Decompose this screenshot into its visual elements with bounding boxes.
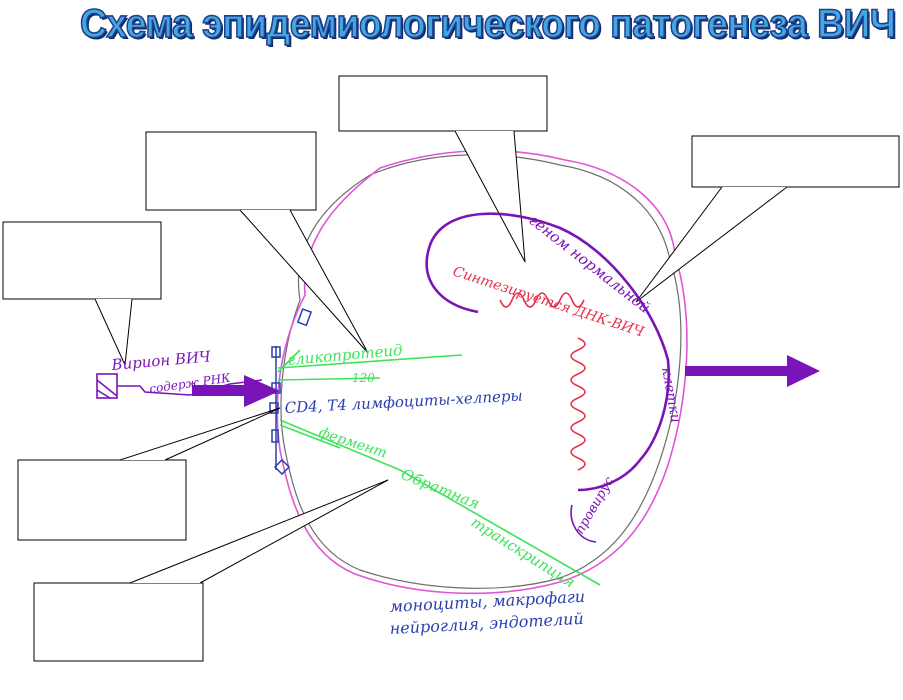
provirus-bracket — [570, 504, 597, 543]
cell-membrane-gray — [280, 154, 682, 589]
label-glycoprotein: гликопротеид — [287, 341, 403, 369]
label-reverse-1: Обратная — [399, 465, 483, 513]
callout-synthesis — [338, 75, 548, 263]
exit-arrow — [685, 355, 820, 387]
label-gp120: 120 — [352, 371, 375, 385]
callout-glycoprotein — [145, 131, 369, 354]
label-reverse-2: транскрипция — [468, 513, 578, 591]
label-ferment: фермент — [317, 425, 389, 462]
virion-particle — [96, 373, 263, 399]
cell-membrane-outer — [276, 149, 688, 595]
label-cd4: CD4, T4 лимфоциты-хелперы — [284, 387, 523, 417]
callout-genome — [635, 135, 900, 303]
entry-arrow — [192, 375, 280, 407]
page-title: Схема эпидемиологического патогенеза ВИЧ — [79, 1, 896, 47]
callout-receptor — [17, 407, 281, 541]
label-provirus: провирус — [572, 474, 617, 537]
genome-curve — [425, 212, 670, 492]
callout-transcription — [33, 479, 389, 662]
callout-virion — [2, 221, 162, 367]
dna-hiv-squiggle — [499, 292, 586, 471]
green-lines — [277, 349, 601, 586]
membrane-receptors — [269, 308, 313, 476]
